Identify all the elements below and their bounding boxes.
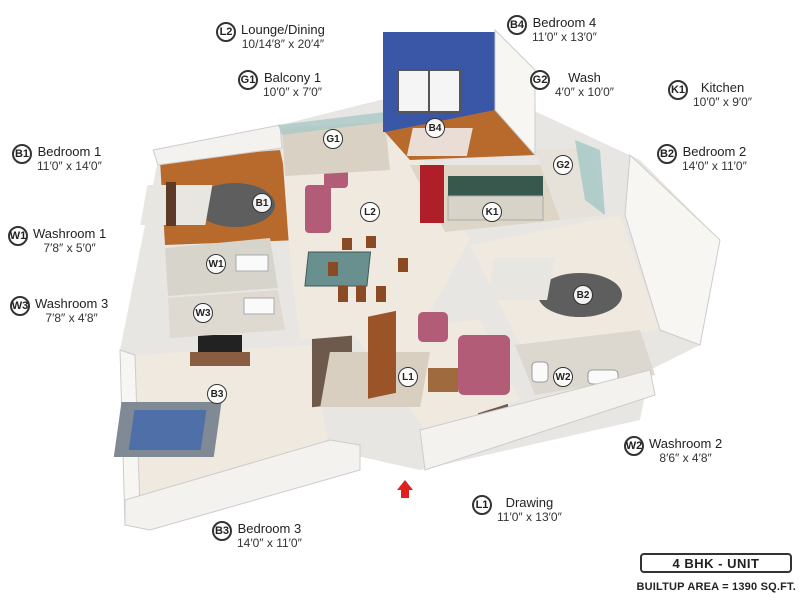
- bedroom4-bed: [406, 128, 473, 156]
- washroom1-dims: 7′8″ x 5′0″: [43, 241, 96, 255]
- tag-w1: W1: [206, 254, 226, 274]
- tag-k1: K1: [482, 202, 502, 222]
- bedroom3-bed: [128, 410, 207, 450]
- tag-w2: W2: [553, 367, 573, 387]
- washroom2-toilet: [531, 361, 549, 383]
- balcony1-glass: [278, 112, 385, 135]
- wash-name: Wash: [568, 70, 601, 85]
- badge-l1: L1: [472, 495, 492, 515]
- bedroom3-front-wall: [124, 439, 361, 531]
- drawing-sofa: [458, 335, 510, 395]
- tag-b4: B4: [425, 118, 445, 138]
- tag-b2: B2: [573, 285, 593, 305]
- badge-b1: B1: [12, 144, 32, 164]
- washroom2-dims: 8′6″ x 4′8″: [659, 451, 712, 465]
- bedroom1-headboard: [166, 182, 176, 226]
- badge-l2: L2: [216, 22, 236, 42]
- entrance-door: [368, 310, 396, 399]
- bedroom1-dims: 11′0″ x 14′0″: [37, 159, 102, 173]
- lounge-sofa: [305, 185, 331, 233]
- badge-b4: B4: [507, 15, 527, 35]
- kitchen-name: Kitchen: [700, 80, 745, 95]
- bedroom2-wall: [624, 153, 721, 346]
- washroom3-name: Washroom 3: [35, 296, 109, 311]
- drawing-coffee-table: [428, 368, 458, 392]
- badge-w1: W1: [8, 226, 28, 246]
- badge-w3: W3: [10, 296, 30, 316]
- tag-l2: L2: [360, 202, 380, 222]
- bedroom3-floor: [135, 345, 330, 510]
- badge-k1: K1: [668, 80, 688, 100]
- badge-g2: G2: [530, 70, 550, 90]
- tag-b1: B1: [252, 193, 272, 213]
- bedroom2-bed: [487, 258, 555, 300]
- bedroom3-tv: [198, 335, 242, 352]
- builtup-area: BUILTUP AREA = 1390 SQ.FT.: [636, 581, 796, 593]
- bedroom3-dims: 14′0″ x 11′0″: [237, 536, 302, 550]
- washroom1-vanity: [235, 254, 269, 272]
- kitchen-dims: 10′0″ x 9′0″: [693, 95, 753, 109]
- wash-glass: [575, 140, 605, 215]
- bedroom3-name: Bedroom 3: [237, 521, 302, 536]
- bedroom4-name: Bedroom 4: [532, 15, 597, 30]
- unit-type-box: 4 BHK - UNIT: [640, 553, 792, 573]
- lounge-name: Lounge/Dining: [241, 22, 325, 37]
- bedroom4-side-wall: [494, 28, 536, 157]
- bedroom1-bed: [140, 185, 213, 225]
- wash-dims: 4′0″ x 10′0″: [555, 85, 615, 99]
- drawing-dims: 11′0″ x 13′0″: [497, 510, 562, 524]
- badge-b2: B2: [657, 144, 677, 164]
- washroom3-vanity: [243, 297, 275, 315]
- tag-l1: L1: [398, 367, 418, 387]
- balcony-dims: 10′0″ x 7′0″: [263, 85, 323, 99]
- balcony-name: Balcony 1: [263, 70, 322, 85]
- dining-chairs: [328, 236, 408, 302]
- washroom3-dims: 7′8″ x 4′8″: [45, 311, 98, 325]
- bedroom1-back-wall: [152, 124, 283, 166]
- entry-arrow-icon: [397, 480, 413, 498]
- tag-g1: G1: [323, 129, 343, 149]
- badge-w2: W2: [624, 436, 644, 456]
- tag-g2: G2: [553, 155, 573, 175]
- lounge-dims: 10/14′8″ x 20′4″: [241, 37, 325, 51]
- tag-b3: B3: [207, 384, 227, 404]
- balcony1-floor: [282, 122, 390, 176]
- washroom1-name: Washroom 1: [33, 226, 107, 241]
- kitchen-fridge: [420, 165, 444, 223]
- drawing-name: Drawing: [505, 495, 554, 510]
- bedroom2-name: Bedroom 2: [682, 144, 747, 159]
- tag-w3: W3: [193, 303, 213, 323]
- washroom2-name: Washroom 2: [649, 436, 723, 451]
- drawing-front-wall: [419, 369, 656, 471]
- bedroom2-dims: 14′0″ x 11′0″: [682, 159, 747, 173]
- bedroom3-tv-unit: [190, 352, 250, 366]
- bedroom4-dims: 11′0″ x 13′0″: [532, 30, 597, 44]
- drawing-armchair: [418, 312, 448, 342]
- kitchen-counter: [448, 176, 543, 196]
- badge-b3: B3: [212, 521, 232, 541]
- bedroom1-name: Bedroom 1: [37, 144, 102, 159]
- badge-g1: G1: [238, 70, 258, 90]
